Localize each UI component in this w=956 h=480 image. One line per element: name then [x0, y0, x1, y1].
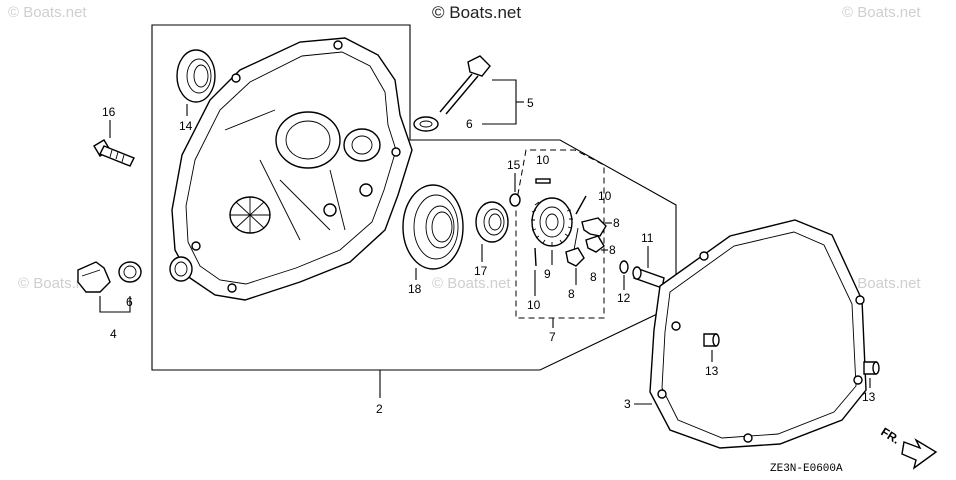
watermark-mid-right: © Boats.net	[842, 275, 921, 292]
pin-10-top	[535, 178, 551, 184]
callout-6: 6	[466, 117, 473, 131]
callout-8-mid: 8	[609, 243, 616, 257]
callout-17: 17	[474, 264, 488, 278]
callout-6-cap: 6	[126, 295, 133, 309]
callout-5: 5	[527, 96, 534, 110]
governor-weight-8	[565, 217, 607, 267]
callout-16: 16	[102, 105, 116, 119]
callout-13-right: 13	[862, 390, 876, 404]
washer-12	[619, 260, 629, 274]
washer-15	[509, 193, 521, 207]
front-arrow-icon	[901, 438, 938, 470]
gasket-3	[649, 219, 867, 449]
watermark-top-right: © Boats.net	[842, 4, 921, 21]
callout-8-top: 8	[613, 216, 620, 230]
callout-10-right: 10	[598, 189, 612, 203]
bearing-17	[475, 201, 509, 243]
callout-10-top: 10	[536, 153, 550, 167]
dowel-pin-13-right	[863, 361, 880, 375]
callout-2: 2	[376, 402, 383, 416]
callout-13-left: 13	[705, 364, 719, 378]
callout-18: 18	[408, 282, 422, 296]
dipstick-5	[413, 55, 491, 132]
pin-10-bottom	[534, 247, 537, 267]
governor-gear-9	[531, 197, 573, 247]
crankcase-cover	[171, 37, 413, 301]
callout-7: 7	[549, 330, 556, 344]
diagram-code: ZE3N-E0600A	[770, 463, 843, 475]
watermark-top-left: © Boats.net	[8, 4, 87, 21]
callout-3: 3	[624, 397, 631, 411]
pin-10-right	[575, 195, 587, 215]
callout-11: 11	[641, 231, 654, 245]
callout-14: 14	[179, 119, 193, 133]
shaft-11	[632, 266, 665, 289]
watermark-mid-center: © Boats.net	[432, 275, 511, 292]
callout-4: 4	[110, 327, 117, 341]
drain-plug-cover	[169, 256, 193, 282]
callout-10-bottom: 10	[527, 298, 541, 312]
assembly-outline-2	[151, 24, 677, 371]
callout-8-bottom: 8	[568, 287, 575, 301]
bearing-18	[402, 184, 464, 270]
bolt-16	[93, 139, 135, 167]
watermark-top-center: © Boats.net	[432, 3, 521, 22]
callout-9: 9	[544, 267, 551, 281]
callout-12: 12	[617, 291, 631, 305]
callout-15: 15	[507, 158, 521, 172]
oil-seal-14	[176, 49, 216, 103]
oil-filler-cap-4	[77, 261, 142, 293]
governor-group-7	[515, 149, 605, 319]
dowel-pin-13-left	[703, 333, 720, 347]
callout-8-low: 8	[590, 270, 597, 284]
direction-label: FR.	[878, 425, 902, 447]
